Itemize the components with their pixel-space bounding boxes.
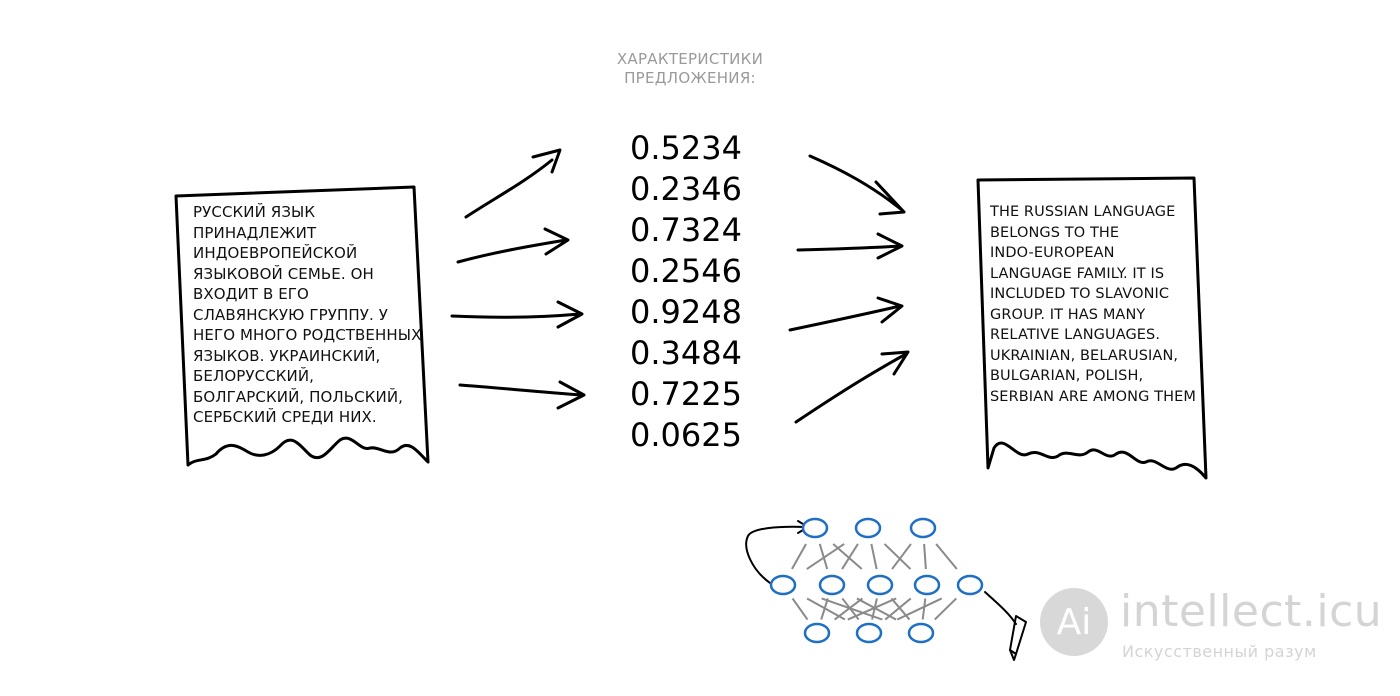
target-line: BULGARIAN, POLISH,	[990, 368, 1144, 384]
vector-value: 0.2546	[630, 252, 742, 290]
vector-value: 0.0625	[630, 416, 742, 454]
vector-value: 0.9248	[630, 293, 742, 331]
target-line: SERBIAN ARE AMONG THEM	[990, 388, 1196, 405]
watermark-name: intellect.icu	[1120, 586, 1383, 637]
network-node	[956, 574, 984, 596]
network-node	[866, 574, 894, 596]
source-line: ИНДОЕВРОПЕЙСКОЙ	[193, 244, 358, 262]
source-line: НЕГО МНОГО РОДСТВЕННЫХ	[193, 326, 422, 344]
sentence-features-caption: ХАРАКТЕРИСТИКИ ПРЕДЛОЖЕНИЯ:	[560, 50, 820, 88]
network-node	[913, 574, 941, 596]
source-line: ЯЗЫКОВ. УКРАИНСКИЙ,	[193, 346, 381, 365]
network-edge	[834, 597, 863, 621]
network-edge	[870, 543, 878, 570]
arrow-8	[794, 350, 910, 424]
target-line: INDO-EUROPEAN	[990, 245, 1115, 261]
target-line: UKRAINIAN, BELARUSIAN,	[990, 347, 1179, 364]
source-line: БЕЛОРУССКИЙ,	[193, 367, 315, 385]
network-edge	[791, 597, 809, 621]
network-node	[801, 517, 829, 539]
network-node	[803, 622, 831, 644]
source-document-text: РУССКИЙ ЯЗЫК ПРИНАДЛЕЖИТ ИНДОЕВРОПЕЙСКОЙ…	[193, 202, 423, 428]
network-node	[855, 622, 883, 644]
source-line: БОЛГАРСКИЙ, ПОЛЬСКИЙ,	[193, 387, 404, 406]
network-edge	[791, 543, 807, 570]
caption-line-2: ПРЕДЛОЖЕНИЯ:	[624, 69, 756, 87]
network-nodes	[769, 517, 984, 644]
target-line: BELONGS TO THE	[990, 224, 1120, 241]
vector-value: 0.7324	[630, 211, 742, 249]
arrow-2	[456, 227, 570, 264]
source-line: СЛАВЯНСКУЮ ГРУППУ. У	[193, 305, 388, 324]
target-document-text: THE RUSSIAN LANGUAGE BELONGS TO THE INDO…	[990, 202, 1196, 407]
network-edge	[883, 543, 912, 570]
network-edge	[934, 597, 957, 621]
network-node	[769, 574, 797, 596]
caption-line-1: ХАРАКТЕРИСТИКИ	[616, 50, 764, 68]
network-edge	[818, 543, 829, 570]
source-line: ПРИНАДЛЕЖИТ	[193, 223, 317, 242]
vector-to-target-arrows	[788, 154, 910, 424]
network-node	[909, 517, 937, 539]
network-edge	[935, 543, 958, 570]
source-document-paper	[174, 185, 430, 467]
watermark-logo: Ai	[1040, 588, 1108, 656]
target-line: LANGUAGE FAMILY. IT IS	[990, 265, 1165, 282]
source-line: РУССКИЙ ЯЗЫК	[193, 203, 316, 221]
watermark-tagline: Искусственный разум	[1122, 642, 1317, 661]
arrow-5	[808, 154, 906, 216]
arrow-1	[464, 148, 562, 219]
source-line: ЯЗЫКОВОЙ СЕМЬЕ. ОН	[193, 264, 374, 283]
network-output-arrow	[984, 591, 1027, 661]
target-line: INCLUDED TO SLAVONIC	[990, 286, 1170, 302]
arrow-4	[458, 380, 586, 410]
network-edges	[791, 543, 958, 621]
network-node	[854, 517, 882, 539]
vector-value: 0.7225	[630, 375, 742, 413]
vector-value: 0.5234	[630, 129, 742, 167]
network-edge	[884, 597, 912, 621]
target-line: RELATIVE LANGUAGES.	[990, 327, 1161, 343]
network-loop-arrow	[745, 520, 810, 584]
network-edge	[841, 543, 859, 570]
vector-value: 0.2346	[630, 170, 742, 208]
source-to-vector-arrows	[450, 148, 586, 410]
network-edge	[896, 597, 943, 621]
neural-network	[745, 517, 1027, 661]
arrow-7	[788, 296, 904, 332]
watermark-logo-text: Ai	[1056, 602, 1092, 643]
network-edge	[921, 598, 927, 620]
source-line: СЕРБСКИЙ СРЕДИ НИХ.	[193, 408, 377, 426]
sentence-vector: 0.5234 0.2346 0.7324 0.2546 0.9248 0.348…	[630, 128, 760, 456]
network-edge	[923, 543, 927, 570]
network-edge	[891, 543, 912, 570]
arrow-6	[796, 232, 904, 260]
target-line: GROUP. IT HAS MANY	[990, 306, 1146, 323]
arrow-3	[450, 300, 584, 329]
network-node	[818, 574, 846, 596]
network-edge	[806, 543, 845, 570]
watermark: Ai intellect.icu Искусственный разум	[1040, 582, 1400, 692]
network-edge	[847, 597, 897, 621]
target-document-paper	[976, 176, 1208, 480]
source-line: ВХОДИТ В ЕГО	[193, 285, 309, 303]
vector-value: 0.3484	[630, 334, 742, 372]
target-line: THE RUSSIAN LANGUAGE	[990, 204, 1176, 220]
network-edge	[820, 598, 829, 620]
network-node	[907, 622, 935, 644]
